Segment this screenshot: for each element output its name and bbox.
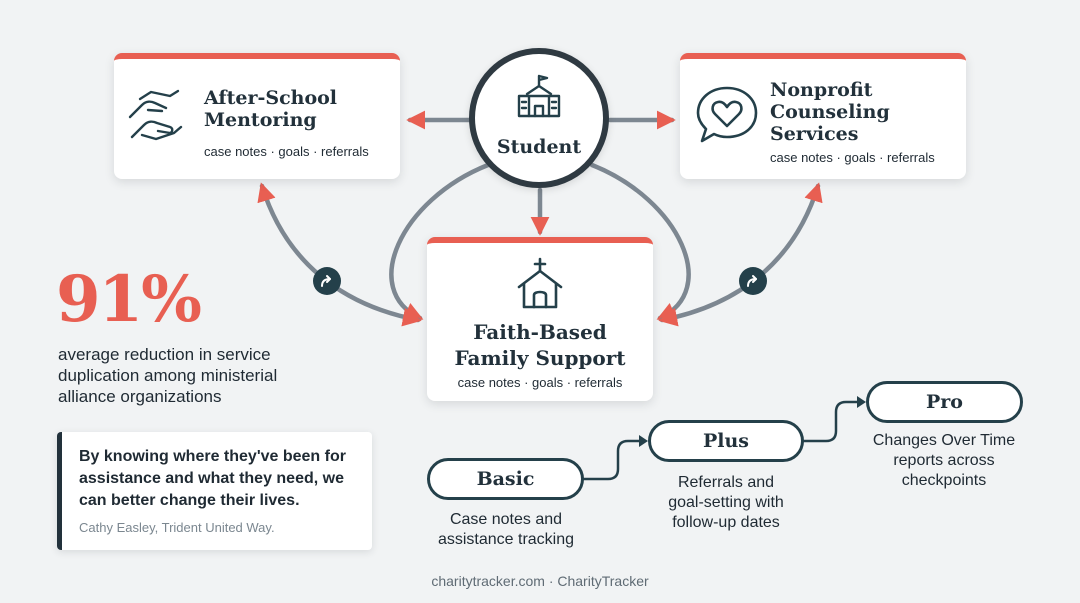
tier-pro-description: Changes Over Time reports across checkpo… [872,432,1016,489]
program-subtitle: case notes · goals · referrals [770,150,935,165]
church-icon [515,257,565,318]
program-card-faith-based-support: Faith-Based Family Support case notes · … [427,237,653,401]
connector-plus-to-pro [801,400,862,443]
tier-basic: Basic [427,458,584,500]
arrowhead-plus [639,435,648,447]
student-hub: Student [469,48,609,188]
footer-attribution: charitytracker.com · CharityTracker [431,573,649,589]
program-subtitle: case notes · goals · referrals [457,375,623,390]
tier-pro: Pro [866,381,1023,423]
share-icon [739,267,767,295]
testimonial-quote: By knowing where they've been for assist… [57,432,372,550]
quote-author: Cathy Easley, Trident United Way. [79,520,275,535]
stat-value: 91% [56,262,202,337]
program-card-nonprofit-counseling: Nonprofit Counseling Services case notes… [680,53,966,179]
program-title: Nonprofit Counseling Services [770,79,890,145]
stat-description: average reduction in service duplication… [58,345,278,406]
tier-basic-description: Case notes and assistance tracking [437,511,575,548]
share-icon [313,267,341,295]
program-title: Faith-Based Family Support [454,320,626,370]
quote-text: By knowing where they've been for assist… [79,448,346,509]
arrowhead-pro [857,396,866,408]
connector-basic-to-plus [581,439,644,481]
program-title: After-School Mentoring [204,87,338,131]
program-subtitle: case notes · goals · referrals [204,144,369,159]
tier-plus-description: Referrals and goal-setting with follow-u… [668,474,784,531]
helping-hands-icon [126,87,184,150]
heart-chat-icon [694,83,760,152]
student-label: Student [496,136,582,158]
tier-plus: Plus [648,420,804,462]
program-card-after-school-mentoring: After-School Mentoring case notes · goal… [114,53,400,179]
school-building-icon [515,74,563,125]
